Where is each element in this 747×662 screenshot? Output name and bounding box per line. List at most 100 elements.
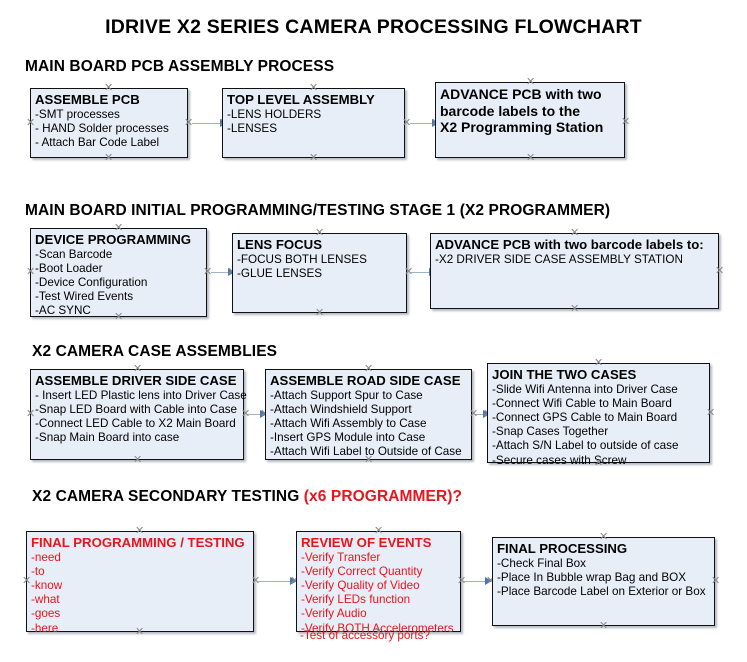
resize-handle-right[interactable]: ✕ — [621, 116, 631, 128]
connector-arrowhead — [260, 410, 267, 418]
resize-handle-bottom[interactable]: ✕ — [594, 457, 604, 469]
resize-handle-bottom[interactable]: ✕ — [570, 303, 580, 315]
node-line: -SMT processes — [35, 107, 120, 121]
node-title: JOIN THE TWO CASES — [492, 367, 637, 382]
node-line: -FOCUS BOTH LENSES — [237, 252, 367, 266]
section-heading-2: MAIN BOARD INITIAL PROGRAMMING/TESTING S… — [25, 202, 610, 220]
node-top-level-assembly[interactable]: TOP LEVEL ASSEMBLY -LENS HOLDERS -LENSES — [222, 88, 405, 158]
node-line: -Scan Barcode — [35, 247, 113, 261]
node-line: -Insert GPS Module into Case — [270, 431, 426, 445]
node-line: -LENSES — [227, 121, 278, 135]
connector-arrowhead — [485, 577, 492, 585]
node-lens-focus[interactable]: LENS FOCUS -FOCUS BOTH LENSES -GLUE LENS… — [232, 233, 407, 313]
node-review-of-events[interactable]: REVIEW OF EVENTS -Verify Transfer -Verif… — [296, 531, 461, 635]
resize-handle-left[interactable]: ✕ — [26, 266, 36, 278]
node-line: -Snap LED Board with Cable into Case — [35, 402, 238, 416]
node-assemble-pcb[interactable]: ASSEMBLE PCB -SMT processes - HAND Solde… — [30, 88, 188, 158]
connector-line — [475, 414, 489, 415]
connector-handle-start[interactable]: ✕ — [184, 117, 194, 129]
node-line: - HAND Solder processes — [35, 121, 169, 135]
resize-handle-bottom[interactable]: ✕ — [133, 454, 143, 466]
resize-handle-top[interactable]: ✕ — [374, 525, 384, 537]
node-title-cont: barcode labels to the — [440, 102, 581, 119]
node-assemble-road-side-case[interactable]: ASSEMBLE ROAD SIDE CASE -Attach Support … — [265, 369, 472, 460]
node-line: -Attach S/N Label to outside of case — [492, 439, 679, 453]
connector-line — [211, 272, 233, 273]
resize-handle-top[interactable]: ✕ — [570, 227, 580, 239]
connector-handle-start[interactable]: ✕ — [241, 408, 251, 420]
section-heading-1: MAIN BOARD PCB ASSEMBLY PROCESS — [25, 58, 334, 76]
node-line: -Snap Main Board into case — [35, 431, 180, 445]
connector-handle-end[interactable]: ✕ — [227, 267, 236, 278]
connector-handle-start[interactable]: ✕ — [203, 266, 213, 278]
resize-handle-right[interactable]: ✕ — [711, 575, 721, 587]
node-advance-pcb-2[interactable]: ADVANCE PCB with two barcode labels to: … — [430, 233, 719, 309]
connector-handle-start[interactable]: ✕ — [404, 266, 414, 278]
connector-handle-end[interactable]: ✕ — [260, 409, 269, 420]
node-device-programming[interactable]: DEVICE PROGRAMMING -Scan Barcode -Boot L… — [30, 228, 207, 317]
node-title: TOP LEVEL ASSEMBLY — [227, 92, 375, 107]
node-line: -Device Configuration — [35, 275, 148, 289]
connector-handle-start[interactable]: ✕ — [469, 408, 479, 420]
resize-handle-left[interactable]: ✕ — [22, 575, 32, 587]
resize-handle-top[interactable]: ✕ — [133, 363, 143, 375]
node-line: -Place Barcode Label on Exterior or Box — [497, 584, 706, 598]
node-line: -X2 DRIVER SIDE CASE ASSEMBLY STATION — [435, 252, 683, 266]
resize-handle-top[interactable]: ✕ — [309, 82, 319, 94]
section-heading-3: X2 CAMERA CASE ASSEMBLIES — [32, 343, 277, 361]
section-heading-4-accent: (x6 PROGRAMMER)? — [303, 488, 463, 505]
node-line: -Connect Wifi Cable to Main Board — [492, 396, 672, 410]
resize-handle-bottom[interactable]: ✕ — [364, 454, 374, 466]
node-title: ADVANCE PCB with two barcode labels to: — [435, 237, 704, 252]
resize-handle-bottom[interactable]: ✕ — [526, 152, 536, 164]
resize-handle-top[interactable]: ✕ — [135, 525, 145, 537]
node-line: - Attach Bar Code Label — [35, 135, 160, 149]
resize-handle-bottom[interactable]: ✕ — [599, 620, 609, 632]
resize-handle-top[interactable]: ✕ — [599, 531, 609, 543]
connector-handle-start[interactable]: ✕ — [457, 575, 467, 587]
node-line: -Verify BOTH Accelerometers — [301, 621, 454, 635]
resize-handle-bottom[interactable]: ✕ — [309, 152, 319, 164]
resize-handle-top[interactable]: ✕ — [526, 76, 536, 88]
node-line: -here — [31, 621, 59, 635]
resize-handle-bottom[interactable]: ✕ — [315, 307, 325, 319]
resize-handle-bottom[interactable]: ✕ — [104, 152, 114, 164]
resize-handle-top[interactable]: ✕ — [104, 82, 114, 94]
connector-handle-end[interactable]: ✕ — [290, 575, 300, 587]
resize-handle-left[interactable]: ✕ — [26, 408, 36, 420]
resize-handle-right[interactable]: ✕ — [706, 407, 716, 419]
node-join-the-two-cases[interactable]: JOIN THE TWO CASES -Slide Wifi Antenna i… — [487, 363, 710, 467]
connector-line — [258, 581, 296, 582]
node-line: -Verify Transfer — [301, 550, 381, 564]
node-line: -to — [31, 564, 45, 578]
resize-handle-bottom[interactable]: ✕ — [374, 626, 384, 638]
node-final-processing[interactable]: FINAL PROCESSING -Check Final Box -Place… — [492, 537, 715, 626]
node-title: REVIEW OF EVENTS — [301, 535, 432, 550]
node-final-programming-testing[interactable]: FINAL PROGRAMMING / TESTING -need -to -k… — [26, 531, 254, 635]
resize-handle-top[interactable]: ✕ — [114, 222, 124, 234]
connector-handle-start[interactable]: ✕ — [251, 575, 261, 587]
node-line: -Attach Wifi Label to Outside of Case — [270, 445, 462, 459]
connector-line — [248, 414, 266, 415]
node-assemble-driver-side-case[interactable]: ASSEMBLE DRIVER SIDE CASE - Insert LED P… — [30, 369, 247, 460]
resize-handle-top[interactable]: ✕ — [594, 357, 604, 369]
node-line: -Attach Wifi Assembly to Case — [270, 416, 427, 430]
node-line: -Secure cases with Screw — [492, 453, 627, 467]
node-line: -Place In Bubble wrap Bag and BOX — [497, 570, 687, 584]
resize-handle-bottom[interactable]: ✕ — [135, 626, 145, 638]
connector-arrowhead — [483, 410, 490, 418]
resize-handle-right[interactable]: ✕ — [715, 265, 725, 277]
connector-handle-start[interactable]: ✕ — [402, 117, 412, 129]
resize-handle-left[interactable]: ✕ — [26, 117, 36, 129]
node-title: ASSEMBLE PCB — [35, 92, 140, 107]
connector-handle-end[interactable]: ✕ — [486, 575, 496, 587]
node-line: -Attach Windshield Support — [270, 402, 412, 416]
resize-handle-top[interactable]: ✕ — [364, 363, 374, 375]
resize-handle-bottom[interactable]: ✕ — [114, 311, 124, 323]
section-heading-4-text: X2 CAMERA SECONDARY TESTING — [32, 488, 304, 505]
resize-handle-top[interactable]: ✕ — [315, 227, 325, 239]
section-heading-1-text: MAIN BOARD PCB ASSEMBLY PROCESS — [25, 58, 335, 75]
node-advance-pcb-1[interactable]: ADVANCE PCB with two barcode labels to t… — [435, 82, 625, 158]
connector-arrowhead — [290, 577, 297, 585]
node-line: -Verify Audio — [301, 607, 367, 621]
